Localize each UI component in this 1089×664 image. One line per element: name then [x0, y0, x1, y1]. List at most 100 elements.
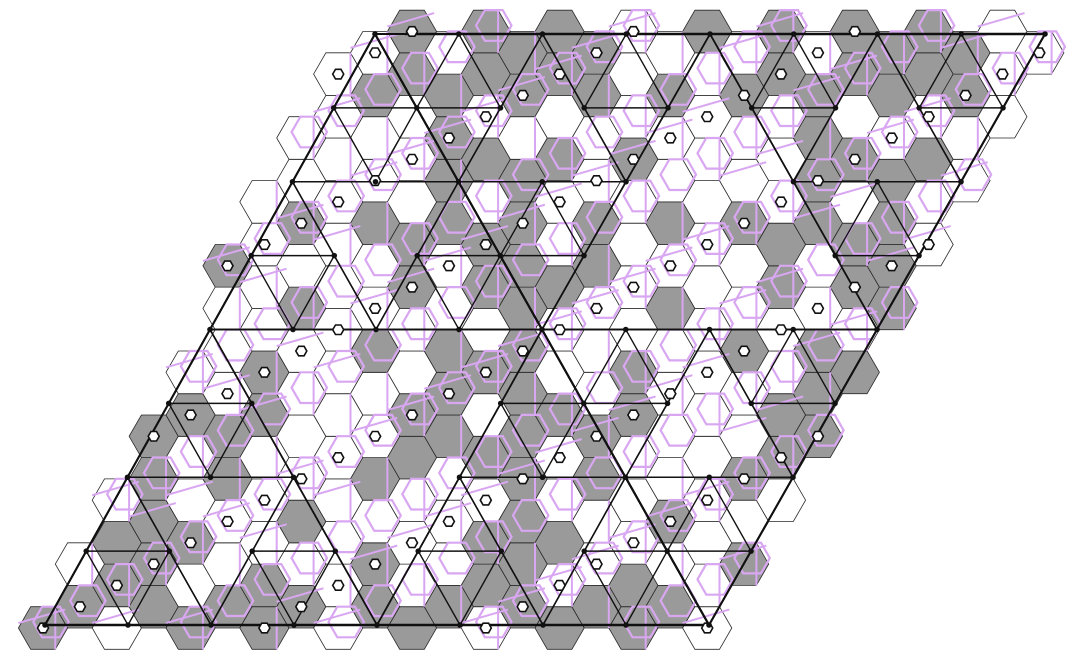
vertex-marker [370, 304, 381, 314]
vertex-marker [443, 517, 454, 527]
vertex-marker [480, 495, 491, 505]
vertex-marker [739, 346, 750, 356]
vertex-marker [739, 474, 750, 484]
vertex-marker [554, 69, 565, 79]
triangle-vertex-dot [291, 622, 297, 628]
vertex-marker [776, 69, 787, 79]
triangle-vertex-dot [374, 622, 380, 628]
vertex-marker [517, 219, 528, 229]
triangle-vertex-dot [581, 105, 587, 111]
vertex-marker [148, 559, 159, 569]
triangle-vertex-dot [249, 401, 255, 407]
triangle-vertex-dot [456, 179, 462, 185]
triangle-vertex-dot [415, 548, 421, 554]
vertex-marker [702, 112, 713, 122]
vertex-marker [702, 495, 713, 505]
triangle-vertex-dot [208, 622, 214, 628]
vertex-marker [665, 261, 676, 271]
vertex-marker [665, 389, 676, 399]
triangle-vertex-dot [623, 474, 629, 480]
vertex-marker [185, 538, 196, 548]
vertex-marker [222, 389, 233, 399]
vertex-marker [1034, 48, 1045, 58]
triangle-vertex-dot [749, 105, 755, 111]
triangle-vertex-dot [373, 179, 379, 185]
triangle-vertex-dot [290, 327, 296, 333]
triangle-vertex-dot [166, 401, 172, 407]
triangle-vertex-dot [832, 253, 838, 259]
vertex-marker [370, 559, 381, 569]
triangle-vertex-dot [498, 401, 504, 407]
vertex-marker [74, 602, 85, 612]
vertex-marker [702, 240, 713, 250]
triangle-vertex-dot [42, 622, 48, 628]
vertex-marker [517, 602, 528, 612]
triangle-vertex-dot [664, 548, 670, 554]
triangle-vertex-dot [497, 253, 503, 259]
vertex-marker [849, 282, 860, 292]
vertex-marker [628, 538, 639, 548]
triangle-vertex-dot [166, 548, 172, 554]
triangle-vertex-dot [665, 105, 671, 111]
triangle-vertex-dot [958, 31, 964, 37]
triangle-vertex-dot [498, 548, 504, 554]
triangle-vertex-dot [539, 179, 545, 185]
vertex-marker [259, 495, 270, 505]
vertex-marker [554, 581, 565, 591]
vertex-marker [259, 623, 270, 633]
triangle-vertex-dot [1000, 105, 1006, 111]
triangle-vertex-dot [581, 401, 587, 407]
vertex-marker [185, 410, 196, 420]
vertex-marker [296, 346, 307, 356]
vertex-marker [554, 453, 565, 463]
triangle-vertex-dot [498, 105, 504, 111]
triangle-vertex-dot [331, 105, 337, 111]
vertex-marker [812, 48, 823, 58]
vertex-marker [665, 517, 676, 527]
vertex-marker [111, 581, 122, 591]
triangle-vertex-dot [540, 622, 546, 628]
vertex-marker [849, 27, 860, 37]
vertex-marker [591, 304, 602, 314]
triangle-vertex-dot [874, 327, 880, 333]
vertex-marker [407, 155, 418, 165]
vertex-marker [739, 219, 750, 229]
vertex-marker [333, 69, 344, 79]
triangle-vertex-dot [249, 548, 255, 554]
vertex-marker [480, 112, 491, 122]
triangle-vertex-dot [248, 253, 254, 259]
triangle-vertex-dot [373, 327, 379, 333]
vertex-marker [480, 368, 491, 378]
triangle-vertex-dot [208, 474, 214, 480]
triangle-vertex-dot [457, 474, 463, 480]
vertex-marker [407, 282, 418, 292]
vertex-marker [222, 261, 233, 271]
triangle-vertex-dot [1042, 31, 1048, 37]
vertex-marker [923, 112, 934, 122]
vertex-marker [849, 155, 860, 165]
triangle-vertex-dot [916, 253, 922, 259]
triangle-vertex-dot [125, 622, 131, 628]
vertex-marker [739, 91, 750, 101]
vertex-marker [812, 432, 823, 442]
vertex-marker [333, 453, 344, 463]
vertex-marker [702, 368, 713, 378]
vertex-marker [407, 410, 418, 420]
vertex-marker [517, 346, 528, 356]
triangle-vertex-dot [414, 253, 420, 259]
vertex-marker [443, 133, 454, 143]
vertex-marker [591, 432, 602, 442]
triangle-vertex-dot [790, 474, 796, 480]
triangle-vertex-dot [83, 548, 89, 554]
triangle-vertex-dot [125, 474, 131, 480]
triangle-vertex-dot [581, 548, 587, 554]
triangle-vertex-dot [790, 327, 796, 333]
triangle-vertex-dot [623, 31, 629, 37]
vertex-marker [776, 453, 787, 463]
vertex-marker [812, 304, 823, 314]
triangle-vertex-dot [958, 179, 964, 185]
triangle-vertex-dot [456, 31, 462, 37]
triangle-vertex-dot [706, 622, 712, 628]
vertex-marker [148, 432, 159, 442]
